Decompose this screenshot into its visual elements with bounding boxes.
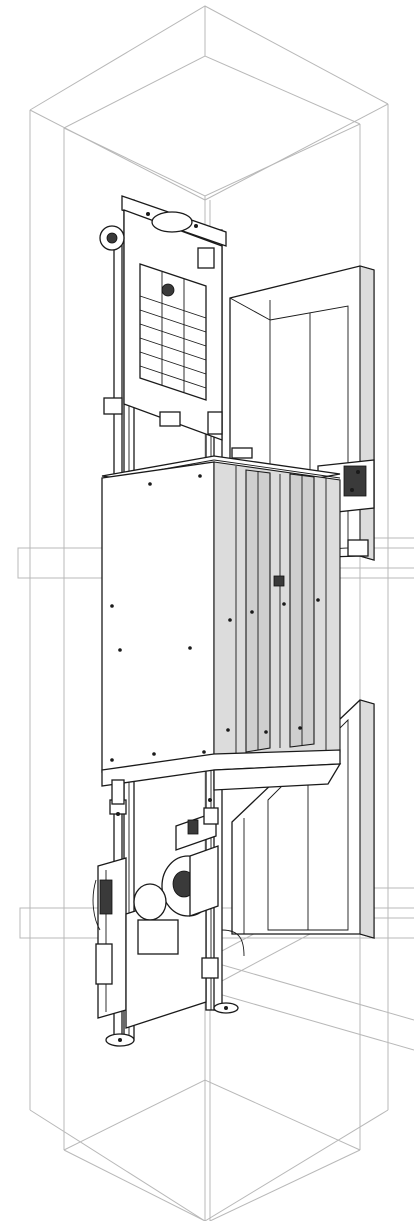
rail-brackets [92, 879, 245, 1047]
counterweight-frame [99, 195, 227, 441]
car-doors [235, 466, 327, 754]
elevator-car [101, 447, 342, 791]
drive-machine [95, 779, 219, 1029]
